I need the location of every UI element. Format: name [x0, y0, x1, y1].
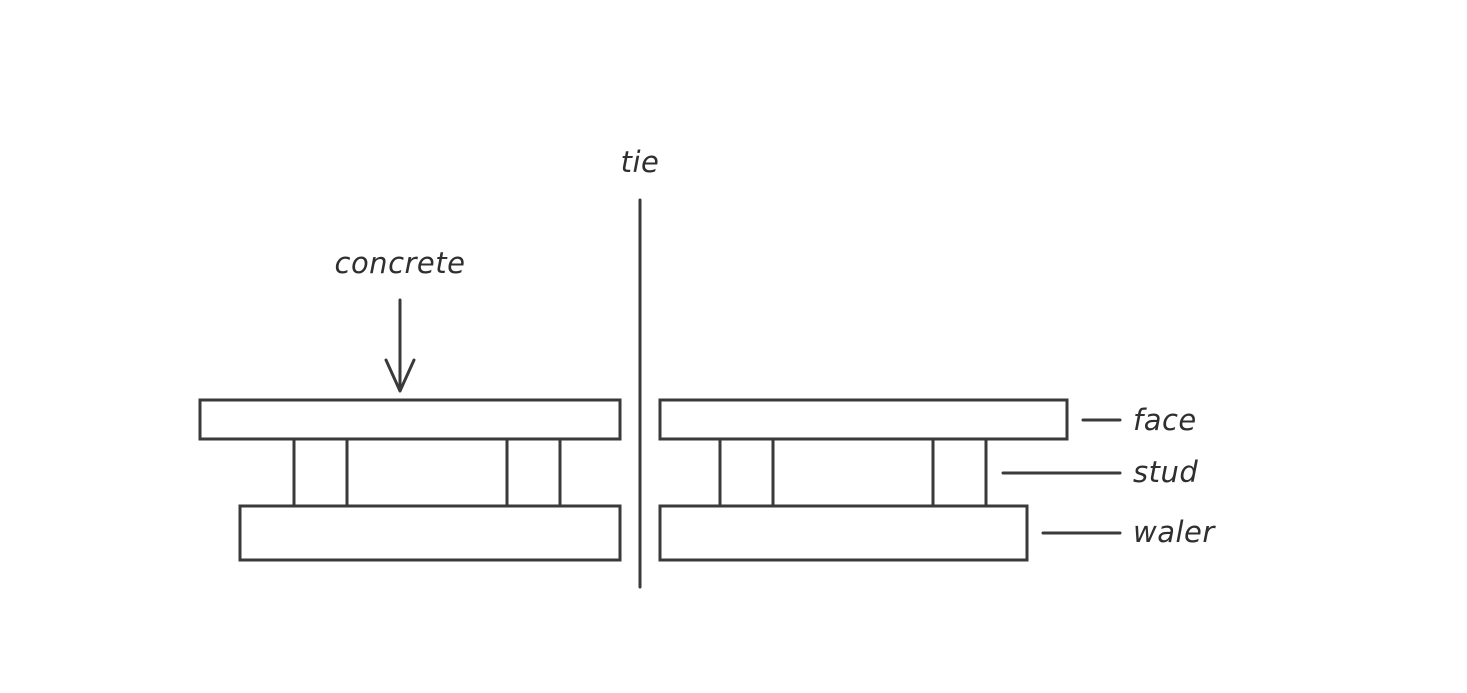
- left-form-assembly: [198, 398, 622, 562]
- right-face-board: [658, 398, 1069, 441]
- face-label: face: [1133, 403, 1197, 437]
- tie-label: tie: [621, 145, 660, 179]
- stud-label: stud: [1133, 455, 1198, 489]
- waler-label: waler: [1133, 515, 1216, 549]
- right-stud-2: [931, 437, 988, 508]
- right-waler: [658, 504, 1029, 562]
- left-stud-2: [505, 437, 562, 508]
- right-stud-1: [718, 437, 775, 508]
- left-stud-1: [292, 437, 349, 508]
- concrete-label: concrete: [335, 246, 466, 280]
- right-form-assembly: [658, 398, 1069, 562]
- left-waler: [238, 504, 622, 562]
- left-face-board: [198, 398, 622, 441]
- concrete-arrow: [384, 298, 416, 393]
